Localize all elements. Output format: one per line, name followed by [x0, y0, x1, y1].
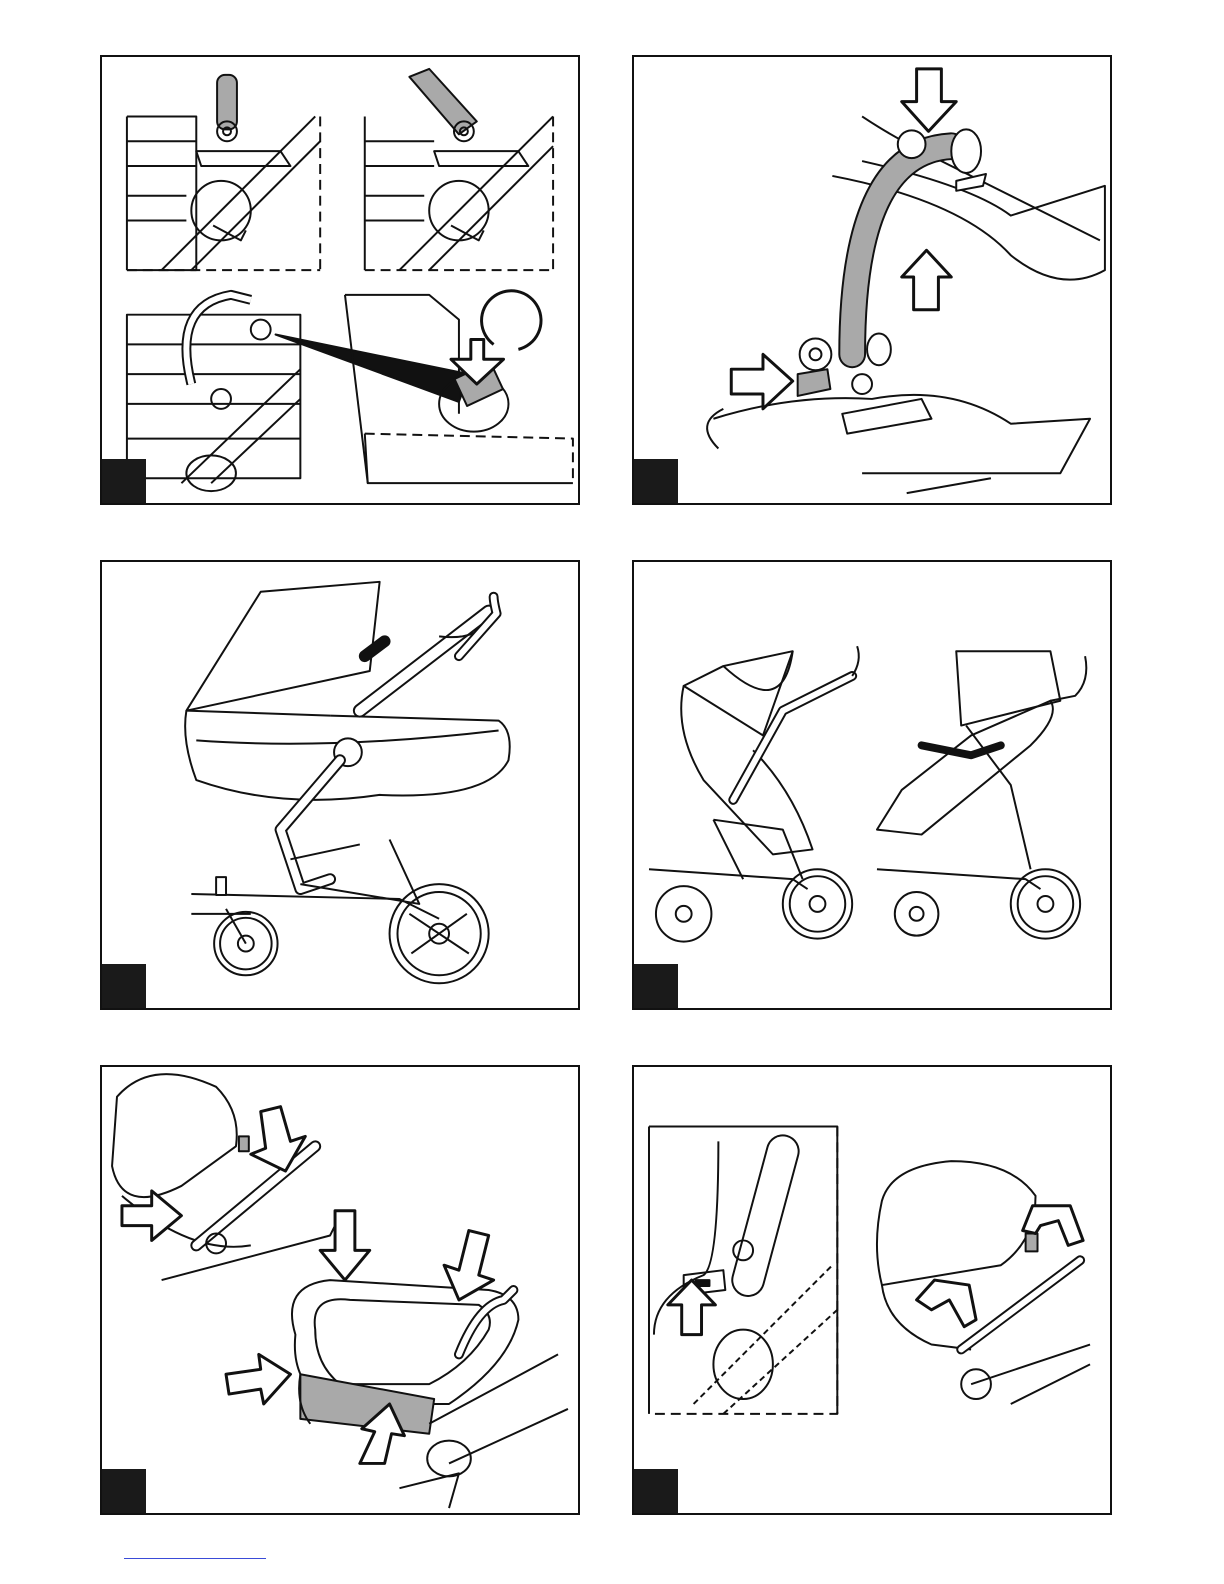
handle-release-illustration — [634, 57, 1110, 503]
panel-2 — [632, 55, 1112, 505]
stroller-facing-forward — [877, 651, 1086, 938]
step-number-tab — [102, 459, 146, 503]
right-arrow-icon — [731, 354, 792, 409]
panel-1 — [100, 55, 580, 505]
step-number-tab — [102, 964, 146, 1008]
up-arrow-icon — [902, 250, 952, 309]
canopy-release-illustration — [634, 1067, 1110, 1513]
panel-4 — [632, 560, 1112, 1010]
subfig-handle-arc — [127, 295, 300, 491]
up-arrow-icon — [917, 1280, 976, 1327]
up-arrow-icon — [668, 1280, 716, 1335]
down-arrow-icon — [902, 69, 957, 131]
panel-5 — [100, 1065, 580, 1515]
footer-rule — [124, 1558, 266, 1559]
stroller-facing-parent — [649, 646, 859, 941]
stroller-carrycot-illustration — [102, 562, 578, 1008]
right-arrow-icon — [226, 1354, 290, 1404]
subfig-lever-tilted — [365, 69, 553, 270]
step-number-tab — [634, 964, 678, 1008]
right-arrow-icon — [122, 1191, 181, 1241]
detail-callout-wedge — [276, 335, 469, 402]
seat-positions-illustration — [634, 562, 1110, 1008]
step-number-tab — [634, 459, 678, 503]
down-arrow-icon — [320, 1211, 370, 1280]
carrycot-attach-illustration — [102, 1067, 578, 1513]
subfig-lever-up — [127, 75, 320, 270]
panel-3 — [100, 560, 580, 1010]
step-number-tab — [634, 1469, 678, 1513]
handlebar-lock-illustration — [102, 57, 578, 503]
panel-6 — [632, 1065, 1112, 1515]
step-number-tab — [102, 1469, 146, 1513]
subfig-rotate-lever — [345, 291, 573, 483]
